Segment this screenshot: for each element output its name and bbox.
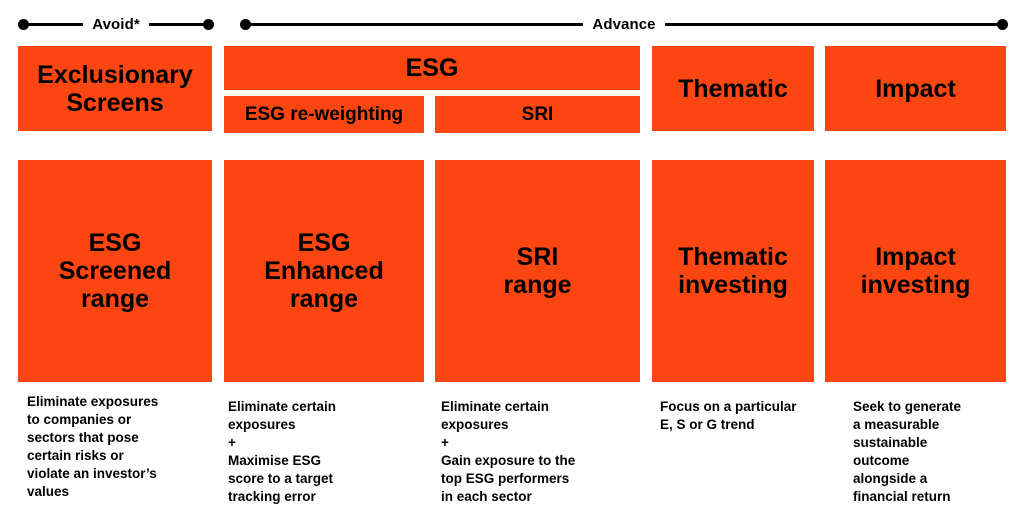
strategy-block-sri-range[interactable]: SRI range <box>435 160 640 382</box>
axis-end-dot-avoid <box>203 18 214 30</box>
axis-label-avoid: Avoid* <box>92 15 140 33</box>
strategy-block-esg-screened[interactable]: ESG Screened range <box>18 160 212 382</box>
category-label-thematic: Thematic <box>678 74 788 103</box>
axis-rule-advance-left <box>251 22 584 26</box>
strategy-name-thematic-investing: Thematic investing <box>678 243 788 299</box>
category-label-impact: Impact <box>875 74 956 103</box>
strategy-block-impact-investing[interactable]: Impact investing <box>825 160 1006 382</box>
axis-end-dot-advance <box>997 18 1009 30</box>
strategy-name-impact-investing: Impact investing <box>860 243 971 299</box>
strategy-name-sri-range: SRI range <box>503 243 572 299</box>
category-block-esg-reweighting[interactable]: ESG re-weighting <box>224 96 424 133</box>
category-block-exclusionary-screens[interactable]: Exclusionary Screens <box>18 46 212 131</box>
spectrum-segment-advance: Advance <box>240 11 1009 37</box>
axis-start-dot-advance <box>240 18 251 30</box>
axis-rule-advance-right <box>664 22 998 26</box>
category-label-esg-reweighting: ESG re-weighting <box>244 103 404 125</box>
spectrum-segment-avoid: Avoid* <box>18 11 214 37</box>
strategy-description-sri-range: Eliminate certain exposures + Gain expos… <box>441 399 576 505</box>
axis-label-advance: Advance <box>592 15 656 33</box>
strategy-block-thematic-investing[interactable]: Thematic investing <box>652 160 814 382</box>
category-block-thematic[interactable]: Thematic <box>652 46 814 131</box>
strategy-description-impact-investing: Seek to generate a measurable sustainabl… <box>853 399 962 505</box>
strategy-description-esg-screened: Eliminate exposures to companies or sect… <box>27 394 159 500</box>
axis-start-dot-avoid <box>18 18 29 30</box>
strategy-description-thematic-investing: Focus on a particular E, S or G trend <box>660 399 797 433</box>
axis-rule-avoid-left <box>29 22 84 26</box>
strategy-name-esg-enhanced: ESG Enhanced range <box>264 229 384 313</box>
strategy-name-esg-screened: ESG Screened range <box>58 229 172 313</box>
category-block-impact[interactable]: Impact <box>825 46 1006 131</box>
axis-rule-avoid-right <box>148 22 203 26</box>
category-block-sri[interactable]: SRI <box>435 96 640 133</box>
category-label-sri: SRI <box>521 103 554 125</box>
strategy-description-esg-enhanced: Eliminate certain exposures + Maximise E… <box>228 399 337 505</box>
strategy-block-esg-enhanced[interactable]: ESG Enhanced range <box>224 160 424 382</box>
category-label-esg: ESG <box>405 54 459 82</box>
category-block-esg[interactable]: ESG <box>224 46 640 90</box>
category-label-exclusionary-screens: Exclusionary Screens <box>37 60 193 117</box>
